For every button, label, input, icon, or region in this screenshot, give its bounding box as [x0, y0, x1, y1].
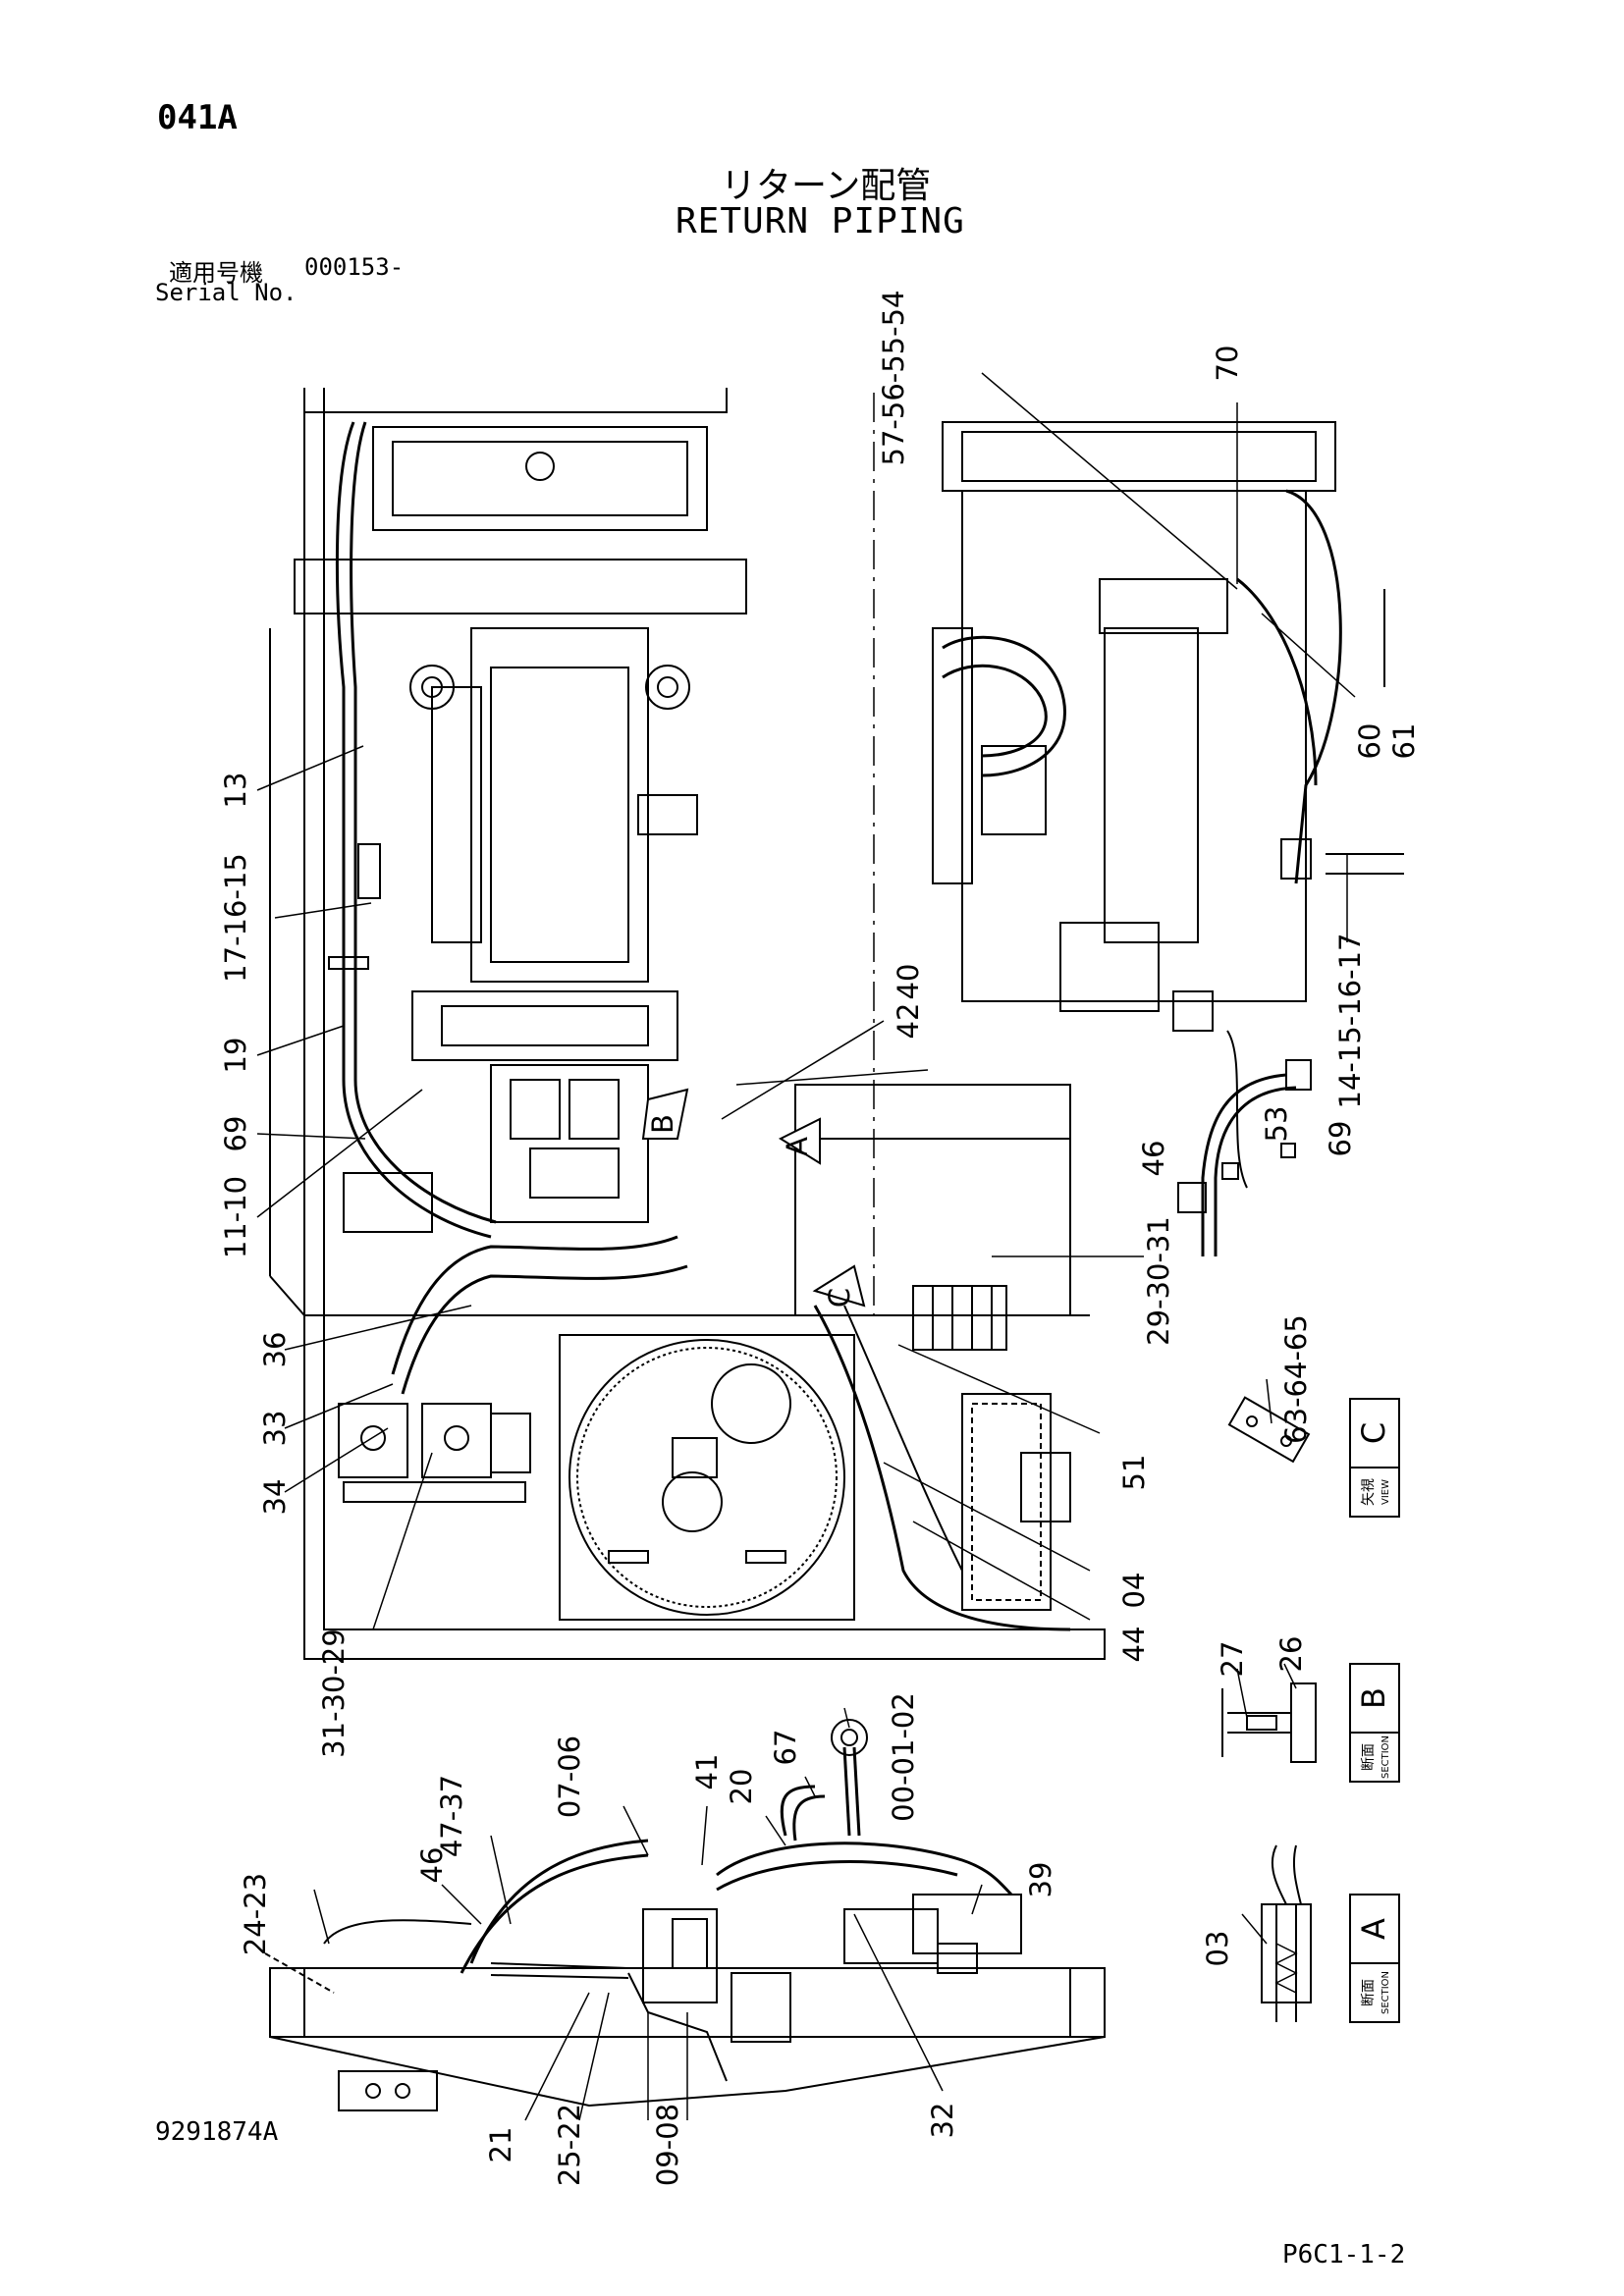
- view-box-a-jp: 断面: [1361, 1979, 1377, 2006]
- label-53: 53: [1260, 1106, 1293, 1143]
- serial-label-english: Serial No.: [155, 279, 298, 306]
- view-box-a-en: SECTION: [1380, 1971, 1391, 2014]
- label-07-06: 07-06: [553, 1735, 586, 1818]
- title-japanese: リターン配管: [721, 166, 932, 206]
- label-31-30-29-left: 31-30-29: [317, 1629, 351, 1758]
- label-70: 70: [1211, 346, 1244, 382]
- label-60: 60: [1353, 723, 1386, 760]
- label-11-10: 11-10: [219, 1176, 252, 1258]
- view-box-c-letter: C: [1355, 1422, 1392, 1444]
- view-box-b-en: SECTION: [1380, 1735, 1391, 1779]
- serial-value: 000153-: [304, 253, 405, 281]
- label-33: 33: [258, 1411, 292, 1447]
- drawing-number: 9291874A: [155, 2117, 279, 2147]
- label-36: 36: [258, 1332, 292, 1368]
- label-67: 67: [769, 1730, 802, 1766]
- label-57-56-55-54: 57-56-55-54: [877, 291, 910, 466]
- label-09-08: 09-08: [651, 2104, 684, 2186]
- label-26: 26: [1274, 1636, 1308, 1673]
- page-code: 041A: [157, 98, 238, 137]
- view-box-b-jp: 断面: [1361, 1743, 1377, 1771]
- view-box-c-jp: 矢視: [1361, 1478, 1377, 1506]
- label-14-15-16-17: 14-15-16-17: [1333, 934, 1367, 1109]
- label-51: 51: [1117, 1455, 1151, 1491]
- view-box-c: C 矢視 VIEW: [1355, 1422, 1392, 1506]
- label-69-center: 69: [1324, 1121, 1357, 1157]
- detail-view-c: [1227, 1396, 1400, 1518]
- view-box-b: B 断面 SECTION: [1355, 1687, 1392, 1779]
- label-46-bottom: 46: [415, 1847, 449, 1884]
- label-29-30-31-center: 29-30-31: [1142, 1216, 1175, 1346]
- view-box-c-en: VIEW: [1380, 1479, 1391, 1505]
- label-63-64-65: 63-64-65: [1279, 1314, 1313, 1444]
- plan-view-top-left: [269, 388, 1106, 1660]
- bottom-view: [264, 1719, 1106, 2111]
- label-40: 40: [892, 964, 925, 1000]
- label-34: 34: [258, 1479, 292, 1516]
- label-27: 27: [1216, 1641, 1249, 1678]
- label-69-left: 69: [219, 1116, 252, 1152]
- label-46-center: 46: [1137, 1141, 1170, 1177]
- arrow-marker-b: B: [646, 1114, 679, 1134]
- label-39: 39: [1024, 1862, 1057, 1898]
- detail-section-b: [1221, 1663, 1400, 1783]
- label-47-37: 47-37: [435, 1775, 468, 1857]
- label-24-23: 24-23: [239, 1873, 272, 1955]
- label-21: 21: [484, 2127, 517, 2163]
- label-19: 19: [219, 1038, 252, 1074]
- label-44: 44: [1117, 1627, 1151, 1663]
- serial-label-japanese: 適用号機: [169, 259, 263, 287]
- view-box-a: A 断面 SECTION: [1355, 1918, 1392, 2014]
- label-41: 41: [690, 1754, 724, 1790]
- arrow-marker-c: C: [823, 1288, 856, 1308]
- view-box-a-letter: A: [1355, 1918, 1392, 1940]
- label-00-01-02: 00-01-02: [887, 1692, 920, 1822]
- label-03: 03: [1201, 1931, 1234, 1967]
- part-labels: 13 17-16-15 19 69 11-10 36 33 34 31-30-2…: [219, 291, 1421, 2187]
- title-english: RETURN PIPING: [676, 201, 965, 241]
- label-25-22: 25-22: [553, 2104, 586, 2186]
- label-61: 61: [1387, 723, 1421, 760]
- arrow-marker-a: A: [781, 1137, 814, 1156]
- label-20: 20: [725, 1769, 758, 1805]
- label-42: 42: [892, 1003, 925, 1040]
- label-32: 32: [926, 2103, 959, 2139]
- view-box-b-letter: B: [1355, 1687, 1392, 1709]
- leader-lines: [256, 372, 1356, 2121]
- label-17-16-15: 17-16-15: [219, 853, 252, 983]
- side-view-top-right: [932, 421, 1404, 1189]
- label-13: 13: [219, 773, 252, 809]
- label-04: 04: [1117, 1573, 1151, 1609]
- page-reference: P6C1-1-2: [1282, 2240, 1406, 2269]
- detail-section-a: [1261, 1844, 1400, 2023]
- center-detail-parts: [1177, 1073, 1297, 1256]
